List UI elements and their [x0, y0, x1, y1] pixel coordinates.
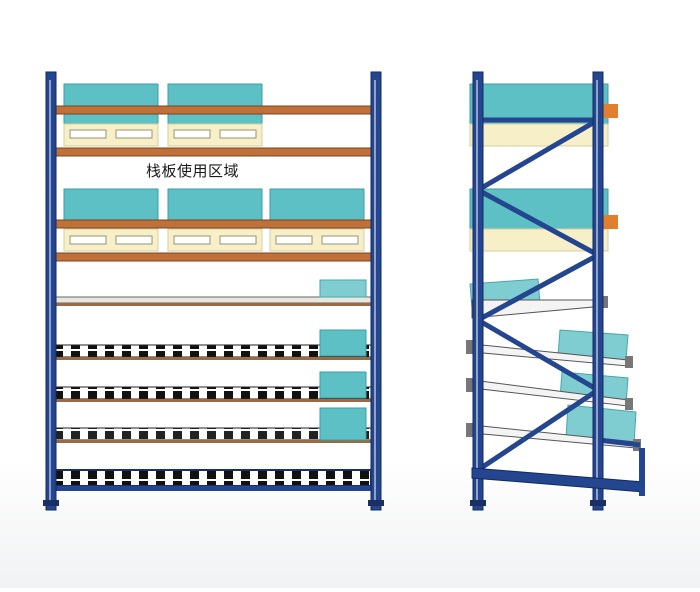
- front-pallet-level-1: [63, 83, 263, 147]
- pallet-box: [167, 83, 263, 125]
- beam-end: [603, 104, 618, 118]
- beam: [52, 105, 372, 115]
- pallet-base: [269, 228, 365, 252]
- beam: [52, 252, 372, 262]
- carton: [319, 371, 367, 399]
- carton: [319, 329, 367, 357]
- beam: [52, 219, 372, 229]
- front-view: [43, 71, 384, 511]
- beam: [52, 147, 372, 157]
- pallet-box: [469, 83, 609, 125]
- side-pallets: [469, 83, 609, 252]
- side-bottom-lane: [471, 448, 645, 496]
- side-uprights: [470, 71, 606, 511]
- front-uprights: [43, 71, 384, 511]
- front-flow-lanes: [54, 279, 372, 491]
- pallet-zone-label: 栈板使用区域: [146, 162, 240, 180]
- pallet-base: [63, 228, 159, 252]
- pallet-box: [63, 83, 159, 125]
- carton: [319, 279, 367, 298]
- side-bracing: [476, 117, 641, 473]
- side-view: [466, 71, 645, 511]
- pallet-base: [469, 123, 609, 147]
- carton: [319, 407, 367, 441]
- pallet-base: [469, 228, 609, 252]
- pallet-base: [167, 228, 263, 252]
- beam-end: [603, 215, 618, 229]
